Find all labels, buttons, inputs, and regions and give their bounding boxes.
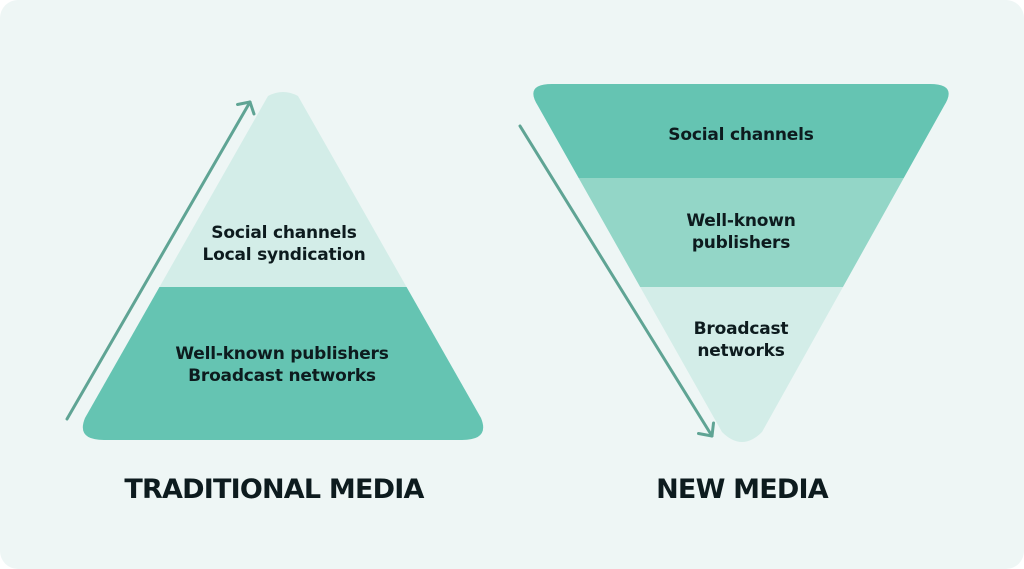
tier-line: Social channels bbox=[668, 125, 814, 145]
downward-arrow-shaft bbox=[518, 124, 714, 438]
traditional-tier-bottom-label: Well-known publishers Broadcast networks bbox=[142, 343, 422, 387]
tier-line: publishers bbox=[691, 233, 791, 253]
downward-arrow bbox=[518, 124, 715, 438]
new-media-title: NEW MEDIA bbox=[656, 474, 829, 505]
tier-line: networks bbox=[697, 341, 785, 361]
traditional-tier-top-label: Social channels Local syndication bbox=[184, 222, 384, 266]
traditional-pyramid bbox=[82, 92, 484, 440]
new-tier-top-label: Social channels bbox=[641, 124, 841, 146]
new-tier-bottom-label: Broadcast networks bbox=[661, 318, 821, 362]
new-tier-middle-label: Well-known publishers bbox=[661, 210, 821, 254]
tier-line: Local syndication bbox=[202, 245, 366, 265]
tier-line: Well-known publishers bbox=[175, 344, 389, 364]
downward-arrow-head bbox=[697, 421, 715, 438]
funnel-bottom-tier bbox=[533, 287, 949, 442]
tier-line: Social channels bbox=[211, 223, 357, 243]
tier-line: Well-known bbox=[686, 211, 796, 231]
upward-arrow-head bbox=[236, 100, 256, 116]
tier-line: Broadcast bbox=[693, 319, 789, 339]
tier-line: Broadcast networks bbox=[188, 366, 376, 386]
funnel-top-tier bbox=[533, 84, 949, 178]
pyramid-bottom-tier bbox=[82, 287, 484, 440]
upward-arrow bbox=[65, 100, 256, 421]
traditional-media-title: TRADITIONAL MEDIA bbox=[124, 474, 424, 505]
upward-arrow-shaft bbox=[65, 100, 252, 421]
